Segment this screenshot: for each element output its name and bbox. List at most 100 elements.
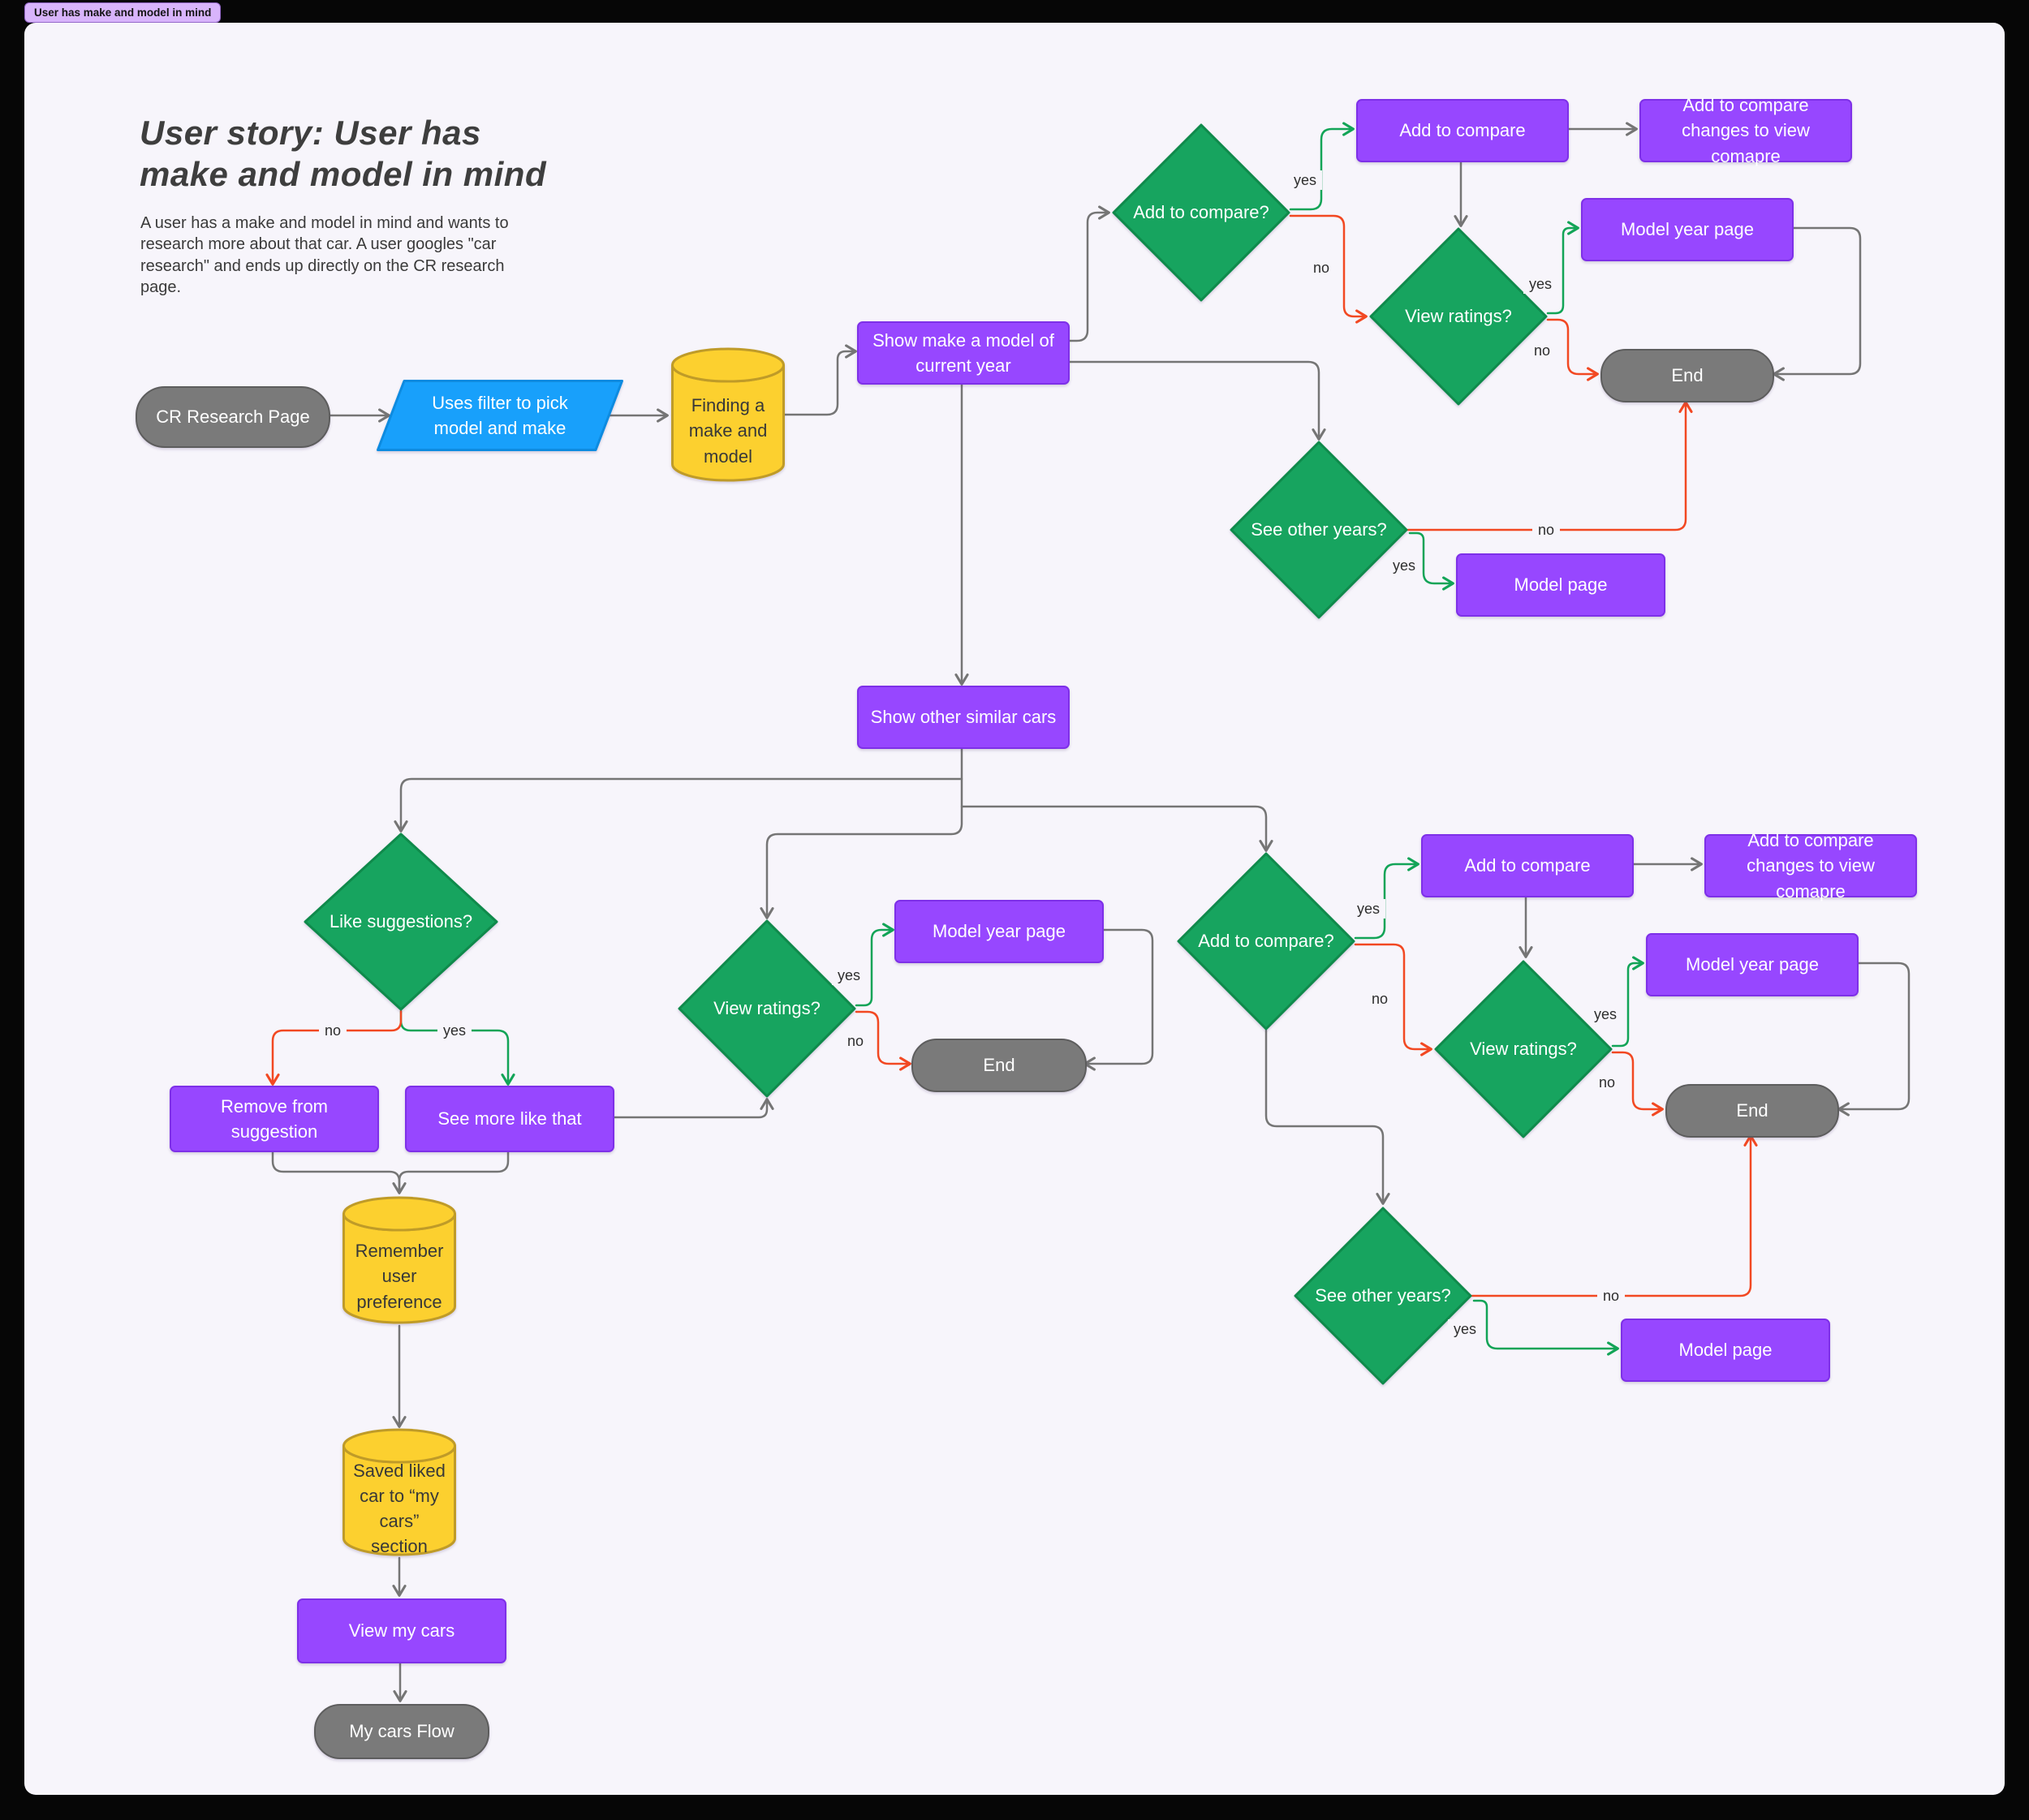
connector-gray[interactable] [760,744,963,919]
edge-label: yes [831,966,867,985]
connector-gray[interactable] [1083,928,1154,1071]
node-like-suggestions-q[interactable]: Like suggestions? [304,833,498,1011]
edge-label: yes [1386,556,1422,575]
node-model-page-top[interactable]: Model page [1456,553,1665,617]
connector-red[interactable] [1611,1051,1664,1117]
connector-green[interactable] [1289,122,1355,211]
cylinder-shape [342,1196,456,1324]
node-label: Remember user preference [355,1241,444,1312]
connector-red[interactable] [855,1010,911,1071]
edge-label: yes [1587,1005,1623,1024]
node-add-to-compare-changes-br[interactable]: Add to compare changes to view comapre [1704,830,1917,901]
connector-red[interactable] [1407,401,1693,531]
flow-section-tab-label: User has make and model in mind [34,6,212,19]
node-label: Model year page [933,921,1066,942]
connector-red[interactable] [1354,943,1432,1056]
node-end-top[interactable]: End [1600,349,1774,402]
edge-label: no [1527,341,1557,360]
node-uses-filter[interactable]: Uses filter to pick model and make [377,380,623,451]
connector-gray[interactable] [1065,360,1326,441]
connector-gray[interactable] [610,1098,774,1119]
node-my-cars-flow[interactable]: My cars Flow [314,1704,489,1759]
connector-green[interactable] [1611,956,1644,1048]
connector-gray[interactable] [1837,962,1911,1117]
node-label: See other years? [1315,1285,1451,1306]
node-label: End [1671,365,1704,386]
connector-gray[interactable] [394,777,963,833]
node-model-year-page-br[interactable]: Model year page [1646,933,1859,996]
connector-gray[interactable] [1773,226,1862,381]
parallelogram-shape [377,380,623,451]
node-end-br[interactable]: End [1665,1084,1839,1138]
edge-label: yes [1287,170,1323,190]
node-add-to-compare-top[interactable]: Add to compare [1356,99,1569,162]
node-view-my-cars[interactable]: View my cars [297,1598,506,1663]
node-model-year-page-top[interactable]: Model year page [1581,198,1794,261]
connector-gray[interactable] [398,1147,510,1191]
node-label: Saved liked car to “my cars” section [353,1460,446,1557]
diamond-shape [1434,960,1613,1138]
connector-red[interactable] [1546,318,1599,381]
node-view-ratings-top[interactable]: View ratings? [1369,227,1548,406]
node-view-ratings-br[interactable]: View ratings? [1434,960,1613,1138]
connector-green[interactable] [1472,1299,1619,1356]
node-add-to-compare-q-top[interactable]: Add to compare? [1112,123,1290,302]
node-add-to-compare-br[interactable]: Add to compare [1421,834,1634,897]
connector-gray[interactable] [271,1147,407,1194]
node-see-other-years-br[interactable]: See other years? [1294,1207,1472,1385]
connector-red[interactable] [1471,1134,1758,1297]
node-label: My cars Flow [349,1721,454,1742]
edge-label: no [1365,989,1394,1009]
node-label: CR Research Page [156,407,310,428]
edge-label: no [841,1031,870,1051]
edge-label: yes [1523,274,1558,294]
node-label: Add to compare changes to view comapre [1682,95,1810,166]
node-label: View ratings? [713,998,821,1019]
node-model-page-br[interactable]: Model page [1621,1319,1830,1382]
node-label: Uses filter to pick model and make [432,392,568,438]
node-label: Like suggestions? [329,911,473,932]
connector-red[interactable] [1289,214,1368,324]
node-label: See other years? [1251,519,1387,540]
node-see-other-years-top[interactable]: See other years? [1230,441,1408,619]
connector-green[interactable] [1408,531,1454,591]
node-view-ratings-mid[interactable]: View ratings? [678,919,856,1098]
node-cr-research-page[interactable]: CR Research Page [136,386,330,448]
node-show-make-model-current-year[interactable]: Show make a model of current year [857,321,1070,385]
connector-green[interactable] [855,923,894,1007]
connector-green[interactable] [1546,221,1579,315]
node-label: Add to compare? [1198,931,1334,952]
connector-gray[interactable] [1264,1029,1390,1205]
edge-label: no [1596,1286,1626,1306]
node-saved-liked-car[interactable]: Saved liked car to “my cars” section [342,1428,456,1556]
node-label: Model page [1678,1340,1773,1361]
node-end-mid[interactable]: End [911,1039,1087,1092]
node-add-to-compare-changes-top[interactable]: Add to compare changes to view comapre [1639,95,1852,166]
diamond-shape [1369,227,1548,406]
node-see-more-like-that[interactable]: See more like that [405,1086,614,1152]
node-remember-user-preference[interactable]: Remember user preference [342,1196,456,1324]
connector-gray[interactable] [783,344,857,416]
diamond-shape [1177,852,1355,1030]
cylinder-shape [671,347,785,482]
node-remove-from-suggestion[interactable]: Remove from suggestion [170,1086,379,1152]
node-finding-make-model[interactable]: Finding a make and model [671,347,785,482]
connector-gray[interactable] [960,805,1273,852]
node-model-year-page-mid[interactable]: Model year page [894,900,1104,963]
flow-section-tab[interactable]: User has make and model in mind [24,2,222,23]
node-add-to-compare-q-br[interactable]: Add to compare? [1177,852,1355,1030]
node-show-other-similar-cars[interactable]: Show other similar cars [857,686,1070,749]
node-label: End [983,1055,1015,1076]
edge-label: yes [437,1021,472,1040]
story-title-line1: User story: User has [140,114,481,152]
node-label: Add to compare? [1133,202,1269,223]
cylinder-shape [342,1428,456,1556]
edge-label: yes [1447,1319,1483,1339]
connector-gray[interactable] [1065,205,1110,342]
diamond-shape [678,919,856,1098]
diamond-shape [304,833,498,1011]
node-label: View ratings? [1405,306,1512,327]
